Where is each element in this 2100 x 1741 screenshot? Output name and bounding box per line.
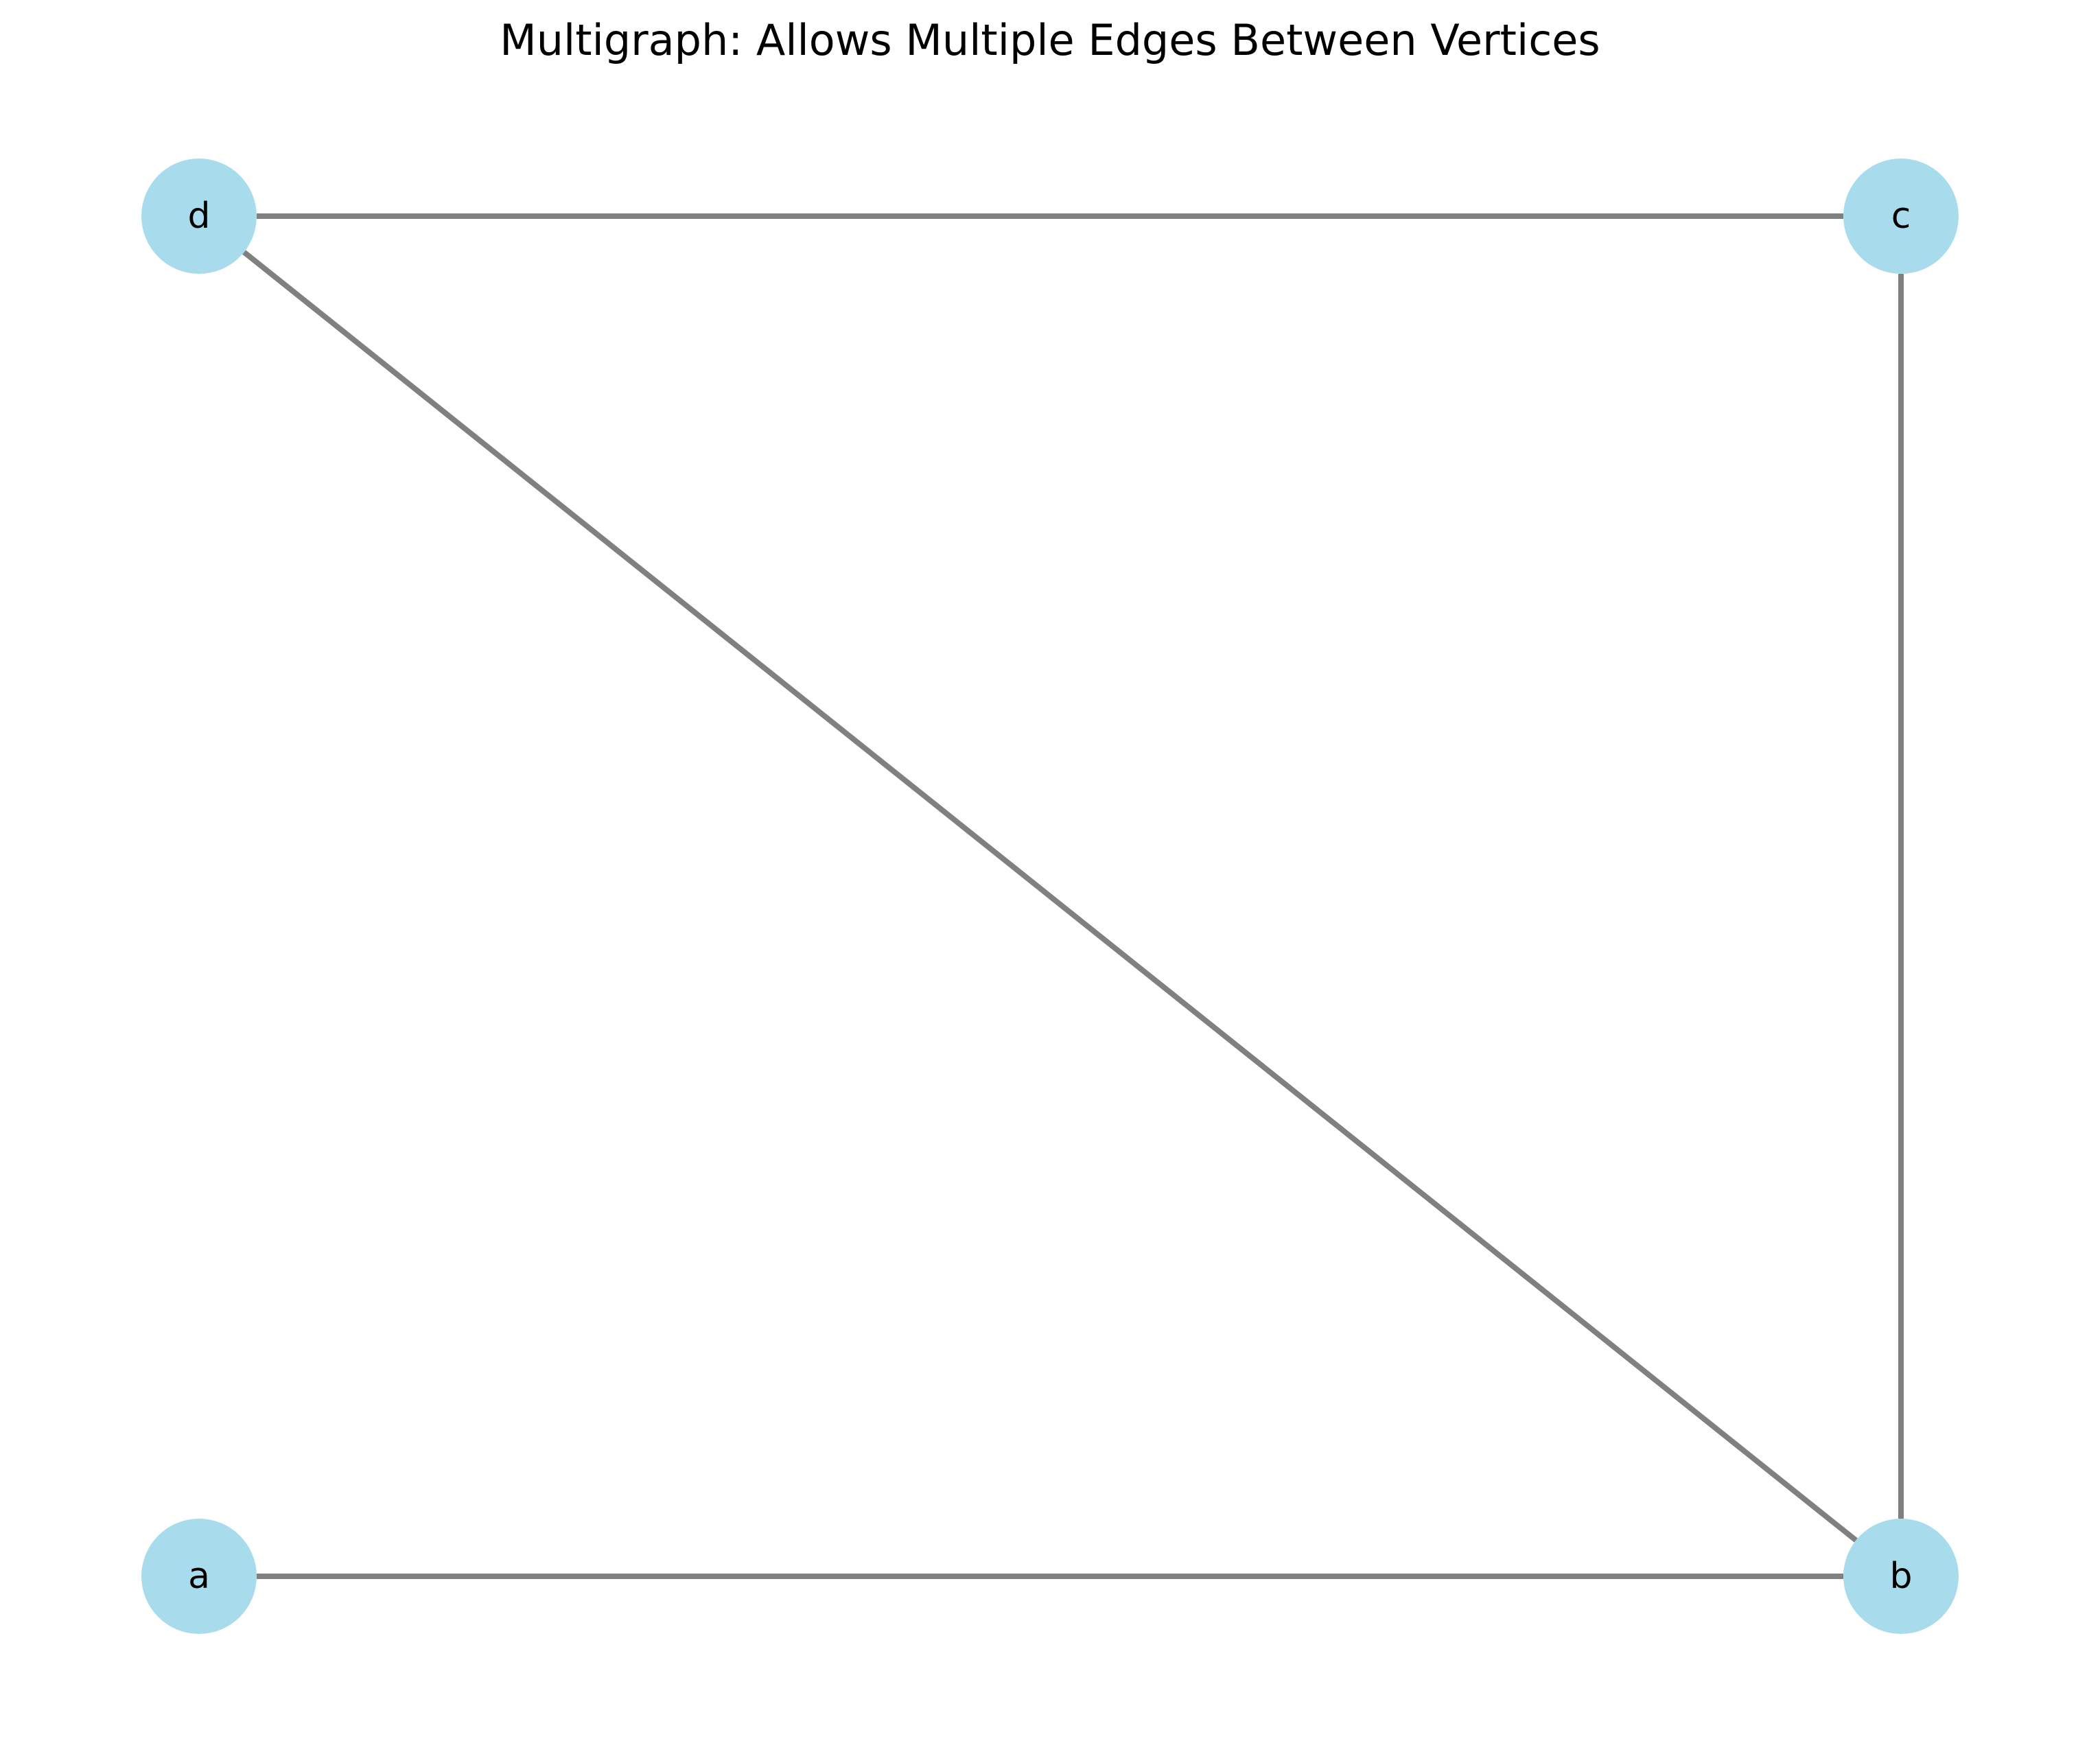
- diagram-title: Multigraph: Allows Multiple Edges Betwee…: [500, 15, 1600, 65]
- node-d: d: [141, 159, 257, 274]
- node-circle-a: [141, 1519, 257, 1634]
- node-a: a: [141, 1519, 257, 1634]
- node-label-c: c: [1891, 196, 1911, 237]
- node-circle-c: [1843, 159, 1959, 274]
- node-circle-d: [141, 159, 257, 274]
- node-label-d: d: [187, 196, 210, 237]
- node-b: b: [1843, 1519, 1959, 1634]
- edge-b-d: [242, 250, 1858, 1543]
- node-label-a: a: [188, 1556, 210, 1597]
- node-label-b: b: [1889, 1556, 1912, 1597]
- node-c: c: [1843, 159, 1959, 274]
- nodes-layer: a b c d: [141, 159, 1959, 1634]
- node-circle-b: [1843, 1519, 1959, 1634]
- edges-layer: [242, 213, 1904, 1579]
